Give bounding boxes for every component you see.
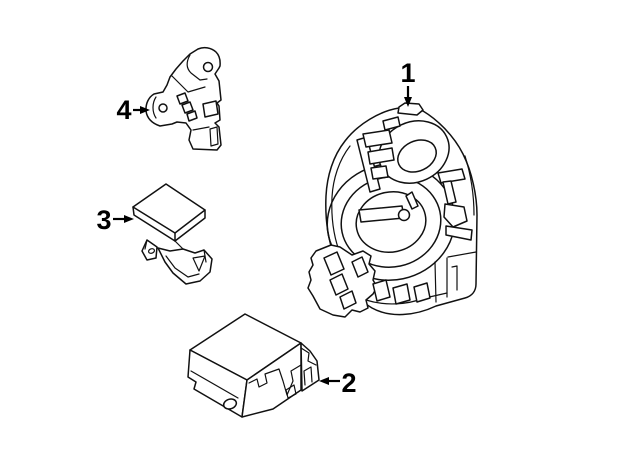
callout-4[interactable]: 4	[116, 95, 150, 125]
callout-3-label[interactable]: 3	[96, 205, 111, 235]
callout-1[interactable]: 1	[400, 58, 416, 107]
clock-spring-bracket	[437, 168, 466, 184]
callout-2-arrowhead	[319, 377, 329, 385]
clock-spring-hub	[397, 208, 411, 222]
sensor3-bracket	[157, 247, 213, 285]
clock-spring-top-tab	[397, 102, 424, 116]
callout-2[interactable]: 2	[319, 368, 357, 398]
clock-spring-rim-line	[331, 145, 351, 259]
callout-4-label[interactable]: 4	[116, 95, 131, 125]
module-front-face	[241, 342, 302, 418]
callout-4-arrowhead	[140, 106, 150, 114]
callout-3[interactable]: 3	[96, 205, 134, 235]
callout-3-arrowhead	[124, 215, 134, 223]
impact-sensor-boss-hole	[158, 103, 168, 113]
callout-2-label[interactable]: 2	[341, 368, 356, 398]
callout-1-label[interactable]: 1	[400, 58, 415, 88]
module-screw-hole	[222, 398, 238, 410]
part-drawing-impact-sensor-bracket	[132, 183, 213, 285]
impact-sensor-ear-hole	[202, 61, 214, 73]
part-drawing-impact-sensor	[145, 46, 222, 151]
callout-1-arrowhead	[404, 97, 412, 107]
part-drawing-clock-spring	[307, 102, 478, 318]
part-drawing-airbag-control-module	[187, 313, 320, 418]
